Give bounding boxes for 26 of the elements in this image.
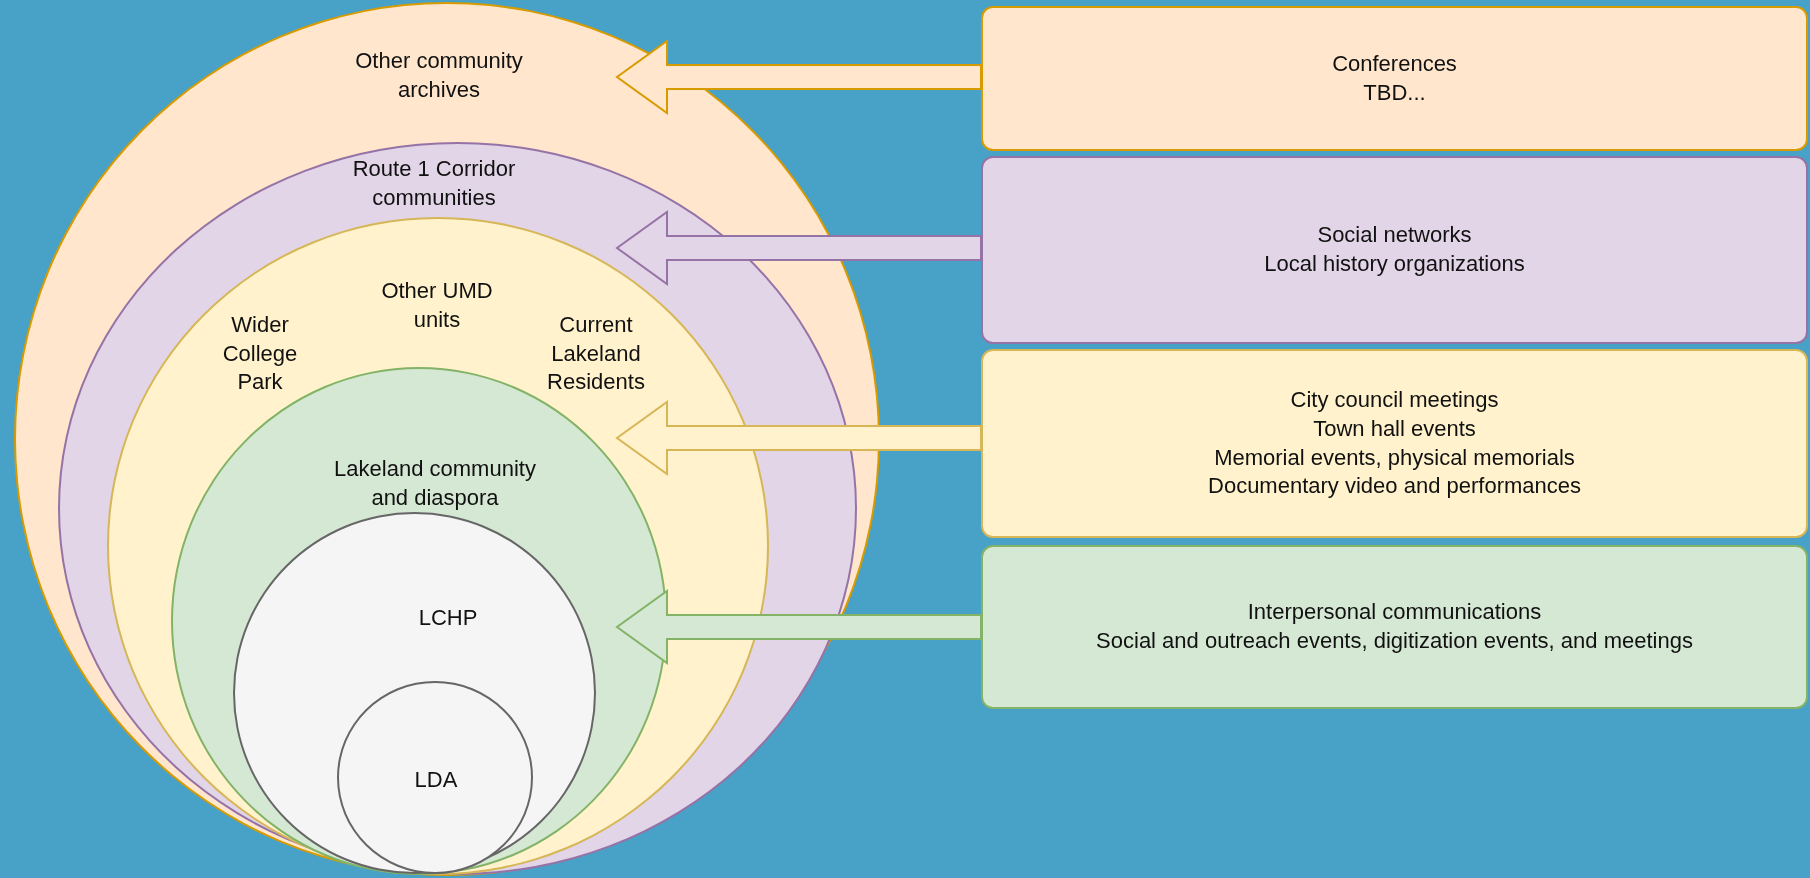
circle-label: Other UMD units [380,277,494,334]
info-box [981,6,1808,151]
circle-label: LDA [413,765,459,794]
info-box [981,349,1808,538]
circle-label: Other community archives [354,47,524,104]
info-box [981,156,1808,344]
box-text-line: Conferences [1332,49,1457,78]
box-text-line: Social and outreach events, digitization events, and meetings [1096,627,1693,655]
box-text-line: City council meetings [1290,386,1499,415]
box-text-line: Memorial events, physical memorials [1214,443,1575,472]
circle-label: Route 1 Corridor communities [351,155,517,212]
circle-label: Wider College Park [221,311,299,397]
info-box [981,545,1808,709]
circle-label: Current Lakeland Residents [546,311,646,397]
block-arrow [615,589,982,665]
box-text-line: TBD... [1363,78,1426,107]
box-text-line: Documentary video and performances [1208,472,1581,501]
box-text-line: Interpersonal communications [1247,598,1542,627]
box-text-line: Local history organizations [1264,250,1525,278]
circle-label: Lakeland community and diaspora [333,455,537,512]
circle-label: LCHP [417,603,479,632]
block-arrow [615,400,982,476]
block-arrow [615,210,982,286]
block-arrow [615,39,982,115]
box-text-line: Town hall events [1313,414,1476,443]
box-text-line: Social networks [1317,221,1472,250]
